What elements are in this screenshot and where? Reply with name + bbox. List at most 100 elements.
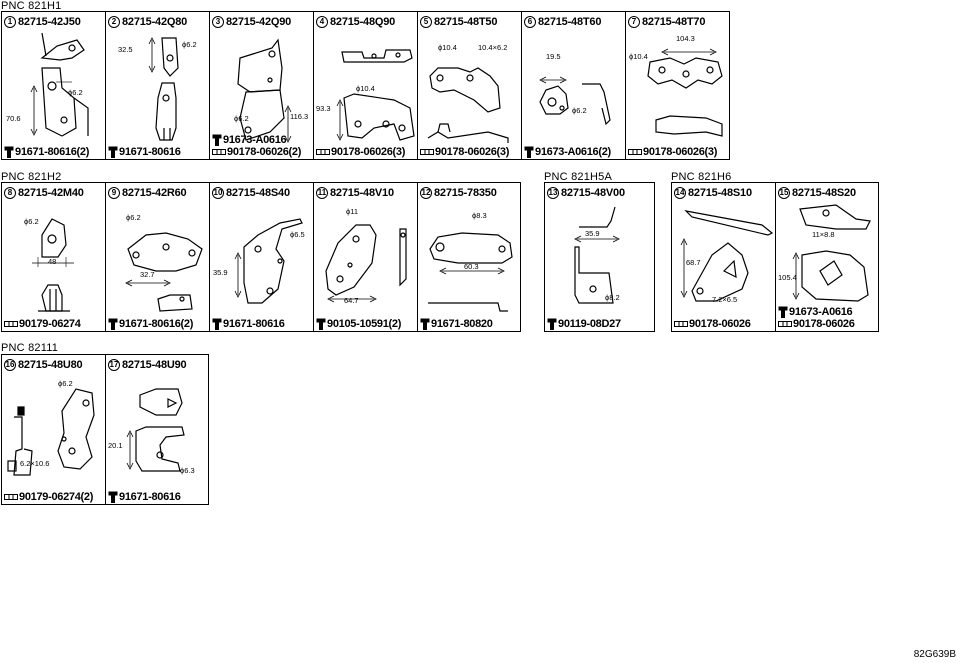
- fastener-part-number: 90178-06026(2): [227, 146, 302, 158]
- part-number: 82715-42Q80: [122, 15, 188, 28]
- fastener-part-number: 91673-A0616(2): [535, 146, 611, 158]
- fastener-part-number: 91673-A0616: [789, 306, 853, 318]
- dimension-label: 60.3: [464, 262, 479, 271]
- fastener-part-number: 90178-06026(3): [435, 146, 510, 158]
- dimension-label: ϕ11: [346, 207, 358, 216]
- dimension-label: 116.3: [290, 112, 309, 121]
- fastener-part-number: 90178-06026: [793, 318, 855, 330]
- dimension-label: 11×8.8: [812, 230, 835, 239]
- bracket-drawing: [237, 38, 292, 143]
- bolt-icon: [316, 318, 326, 330]
- part-number: 82715-42R60: [122, 186, 187, 199]
- diagram-code: 82G639B: [913, 649, 956, 660]
- dimension-label: 32.7: [140, 270, 155, 279]
- dimension-label: ϕ8.3: [472, 211, 487, 220]
- dimension-label: 10.4×6.2: [478, 43, 508, 52]
- part-number: 82715-48U80: [18, 358, 83, 371]
- nut-icon: [674, 321, 688, 327]
- dimension-label: 32.5: [118, 45, 133, 54]
- bracket-drawing: [428, 232, 513, 312]
- part-number: 82715-48Q90: [330, 15, 396, 28]
- callout-number: 9: [108, 186, 120, 199]
- callout-number: 3: [212, 15, 224, 28]
- dimension-label: ϕ6.2: [182, 40, 197, 49]
- callout-number: 10: [212, 186, 224, 199]
- nut-icon: [420, 149, 434, 155]
- bracket-drawing: [234, 218, 303, 304]
- callout-number: 13: [547, 186, 559, 199]
- callout-number: 1: [4, 15, 16, 28]
- section-title-821h2: PNC 821H2: [1, 171, 62, 183]
- dimension-label: ϕ6.2: [126, 213, 141, 222]
- bolt-icon: [4, 146, 14, 158]
- fastener-part-number: 90119-08D27: [558, 318, 621, 330]
- fastener-part-number: 90179-06274(2): [19, 491, 94, 503]
- dimension-label: ϕ8.2: [605, 293, 620, 302]
- nut-icon: [628, 149, 642, 155]
- dimension-label: 6.2×10.6: [20, 459, 50, 468]
- bolt-icon: [212, 318, 222, 330]
- bracket-drawing: [30, 32, 89, 137]
- callout-number: 11: [316, 186, 328, 199]
- fastener-part-number: 91671-80616: [223, 318, 285, 330]
- part-number: 82715-78350: [434, 186, 497, 199]
- bracket-drawing: [574, 206, 620, 304]
- part-number: 82715-48T50: [434, 15, 498, 28]
- dimension-label: 64.7: [344, 296, 359, 305]
- dimension-label: 70.6: [6, 114, 21, 123]
- part-number: 82715-48T70: [642, 15, 706, 28]
- fastener-part-number: 91671-80820: [431, 318, 493, 330]
- callout-number: 16: [4, 358, 16, 371]
- bolt-icon: [108, 146, 118, 158]
- dimension-label: ϕ6.2: [234, 114, 249, 123]
- bracket-drawing: [125, 232, 203, 312]
- part-number: 82715-48V10: [330, 186, 394, 199]
- fastener-part-number: 90178-06026(3): [331, 146, 406, 158]
- callout-number: 8: [4, 186, 16, 199]
- bracket-drawing: [325, 224, 407, 303]
- dimension-label: 19.5: [546, 52, 561, 61]
- dimension-label: 48: [48, 257, 57, 266]
- section-title-821h1: PNC 821H1: [1, 0, 62, 12]
- callout-number: 14: [674, 186, 686, 199]
- bracket-drawing: [148, 37, 179, 141]
- fastener-part-number: 90178-06026: [689, 318, 751, 330]
- bolt-icon: [547, 318, 557, 330]
- nut-icon: [778, 321, 792, 327]
- fastener-part-number: 91673-A0616: [223, 134, 287, 146]
- bolt-icon: [524, 146, 534, 158]
- dimension-label: 104.3: [676, 34, 695, 43]
- bolt-icon: [420, 318, 430, 330]
- part-number: 82715-48U90: [122, 358, 187, 371]
- part-number: 82715-42J50: [18, 15, 81, 28]
- dimension-label: 68.7: [686, 258, 701, 267]
- nut-icon: [4, 494, 18, 500]
- callout-number: 12: [420, 186, 432, 199]
- dimension-label: ϕ10.4: [629, 52, 648, 61]
- dimension-label: 7.2×6.5: [712, 295, 738, 304]
- dimension-label: ϕ10.4: [438, 43, 457, 52]
- section-title-82111: PNC 82111: [1, 342, 59, 354]
